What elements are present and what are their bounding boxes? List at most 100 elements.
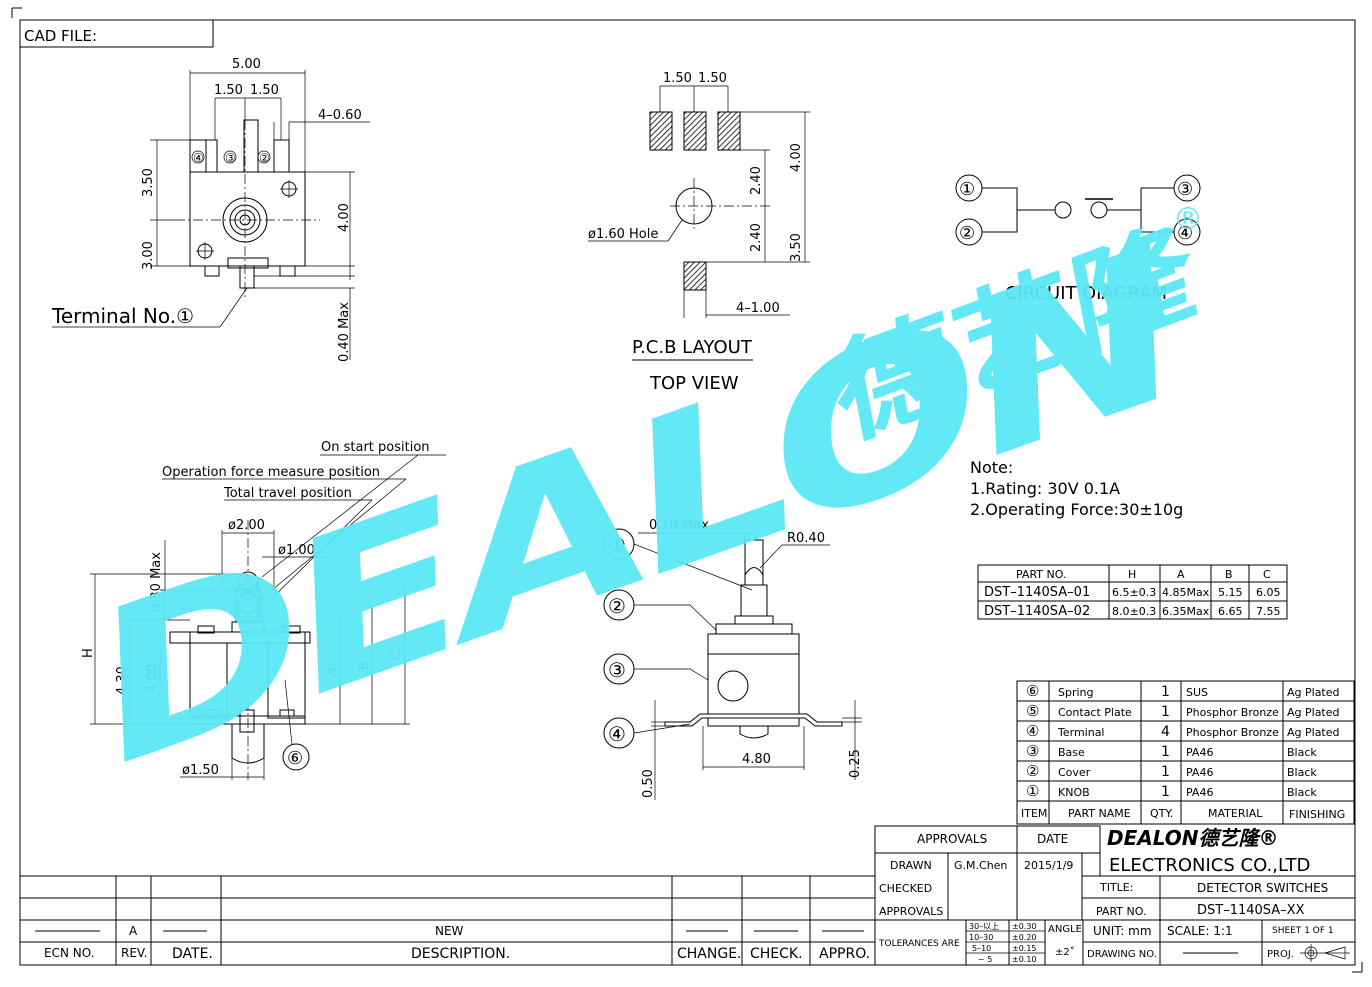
bom-cell-r5-c2: Cover	[1058, 766, 1091, 779]
tb-drawn-label: DRAWN	[890, 859, 932, 872]
position-total-travel: Total travel position	[223, 486, 352, 501]
front-dim-gap: 0.10 Max	[649, 518, 709, 533]
tb-tol-range-3: 5–10	[972, 944, 991, 953]
bom-cell-r6-c1: ①	[1026, 782, 1039, 800]
tb-partno-label: PART NO.	[1096, 905, 1146, 918]
front-callout-4: ④	[608, 722, 626, 746]
pcb-dim-pitch-a: 1.50	[663, 71, 692, 86]
bom-cell-r1-c1: ⑥	[1026, 682, 1039, 700]
bom-header-finishing: FINISHING	[1289, 808, 1345, 821]
bom-cell-r5-c4: PA46	[1186, 766, 1213, 779]
front-view-body	[707, 633, 800, 715]
circuit-node-4: ④	[1177, 223, 1193, 244]
side-dim-a: A	[325, 667, 340, 676]
bom-header-name: PART NAME	[1068, 807, 1131, 820]
title-block: APPROVALS DATE DRAWN G.M.Chen 2015/1/9 C…	[874, 825, 1355, 965]
side-item-6-callout: ⑥	[287, 748, 303, 769]
rev-header-date: DATE.	[172, 946, 213, 962]
bom-cell-r5-c3: 1	[1161, 764, 1170, 780]
rev-row-rev: A	[129, 924, 138, 938]
sheet-border	[19, 19, 1356, 966]
rev-row-desc: NEW	[435, 924, 464, 938]
pcb-dim-lower: 2.40	[749, 223, 764, 252]
tb-approvals-header: APPROVALS	[917, 832, 987, 846]
front-view: 4.80 0.50 0.25 0.10 Max R0.40 ① ② ③ ④	[603, 518, 863, 800]
side-dim-b: B	[357, 661, 372, 670]
bom-cell-r2-c4: Phosphor Bronze	[1186, 706, 1279, 719]
pcb-pad-3	[717, 111, 741, 151]
rev-header-ecn: ECN NO.	[44, 946, 95, 960]
pt-header-c: C	[1263, 568, 1271, 581]
tb-tol-value-2: ±0.20	[1012, 933, 1037, 942]
terminal-3-label: ③	[225, 151, 236, 165]
front-dim-thick2: 0.25	[848, 749, 863, 778]
notes-title: Note:	[970, 458, 1013, 477]
pcb-subtitle: TOP VIEW	[649, 373, 739, 394]
bom-cell-r3-c5: Ag Plated	[1287, 726, 1340, 739]
dim-pitch-a: 1.50	[214, 83, 243, 98]
pt-r1-partno: DST–1140SA–01	[984, 585, 1090, 600]
tb-partno-value: DST–1140SA–XX	[1197, 903, 1305, 918]
circuit-node-2: ②	[959, 223, 975, 244]
tb-company-logo: DEALON德艺隆®	[1107, 826, 1279, 850]
tb-proj-label: PROJ.	[1267, 949, 1294, 960]
cad-file-box	[19, 19, 214, 48]
dim-lead-len: 0.40 Max	[337, 302, 352, 362]
tb-angle-label: ANGLE	[1048, 924, 1082, 935]
notes: Note: 1.Rating: 30V 0.1A 2.Operating For…	[970, 458, 1183, 519]
position-on-start: On start position	[321, 440, 430, 455]
side-dim-h: H	[81, 648, 96, 658]
side-dim-stem: ø2.00	[228, 518, 265, 533]
pt-r2-a: 6.35Max	[1162, 605, 1210, 618]
pt-r1-h: 6.5±0.3	[1112, 586, 1156, 599]
tb-sheet: SHEET 1 OF 1	[1272, 926, 1334, 936]
tb-angle-value: ±2˚	[1055, 946, 1075, 958]
tb-scale: SCALE: 1:1	[1167, 924, 1233, 938]
rev-header-change: CHANGE.	[677, 946, 742, 962]
dim-width: 5.00	[232, 57, 261, 72]
bom-cell-r2-c2: Contact Plate	[1058, 706, 1132, 719]
pt-r2-partno: DST–1140SA–02	[984, 604, 1090, 619]
bom-cell-r3-c3: 4	[1161, 724, 1170, 740]
side-dim-h2: 4.00	[145, 664, 160, 693]
bom-cell-r2-c1: ⑤	[1026, 702, 1039, 720]
rev-header-description: DESCRIPTION.	[411, 946, 510, 962]
revision-block: A NEW ECN NO. REV. DATE. DESCRIPTION. CH…	[20, 875, 875, 965]
pcb-pad-4	[683, 261, 707, 291]
bom-cell-r6-c4: PA46	[1186, 786, 1213, 799]
front-dim-thick1: 0.50	[641, 769, 656, 798]
top-view: 5.00 1.50 1.50 4–0.60 3.50 3.00 4.00 0.4…	[51, 57, 370, 362]
corner-mark-br	[1352, 962, 1363, 973]
tb-date-header: DATE	[1037, 832, 1068, 846]
bom-cell-r4-c3: 1	[1161, 744, 1170, 760]
tb-tol-range-4: ~ 5	[978, 955, 992, 964]
tb-unit: UNIT: mm	[1093, 924, 1152, 938]
pcb-dim-upper: 2.40	[749, 166, 764, 195]
front-callout-1: ①	[608, 533, 626, 557]
pt-r2-h: 8.0±0.3	[1112, 605, 1156, 618]
bom-cell-r4-c2: Base	[1058, 746, 1085, 759]
front-callout-3: ③	[608, 658, 626, 682]
tb-approvals-label: APPROVALS	[879, 905, 943, 918]
bom-cell-r3-c1: ④	[1026, 722, 1039, 740]
circuit-node-1: ①	[959, 179, 975, 200]
rev-header-appro: APPRO.	[819, 946, 870, 962]
pt-header-h: H	[1128, 568, 1136, 581]
bom-cell-r4-c5: Black	[1287, 746, 1317, 759]
tb-checked-label: CHECKED	[879, 882, 932, 895]
pcb-hole-label: ø1.60 Hole	[588, 227, 658, 242]
side-dim-h1: 4.30	[115, 666, 130, 695]
pcb-dim-height: 4.00	[789, 143, 804, 172]
bom-cell-r1-c3: 1	[1161, 684, 1170, 700]
bom-cell-r1-c5: Ag Plated	[1287, 686, 1340, 699]
projection-symbol-icon	[1300, 944, 1350, 962]
bom-cell-r5-c5: Black	[1287, 766, 1317, 779]
bom-cell-r6-c2: KNOB	[1058, 786, 1090, 799]
side-view: On start position Operation force measur…	[81, 440, 446, 780]
pt-header-a: A	[1177, 568, 1185, 581]
pcb-pad-2	[683, 111, 707, 151]
bom-header-material: MATERIAL	[1208, 807, 1263, 820]
